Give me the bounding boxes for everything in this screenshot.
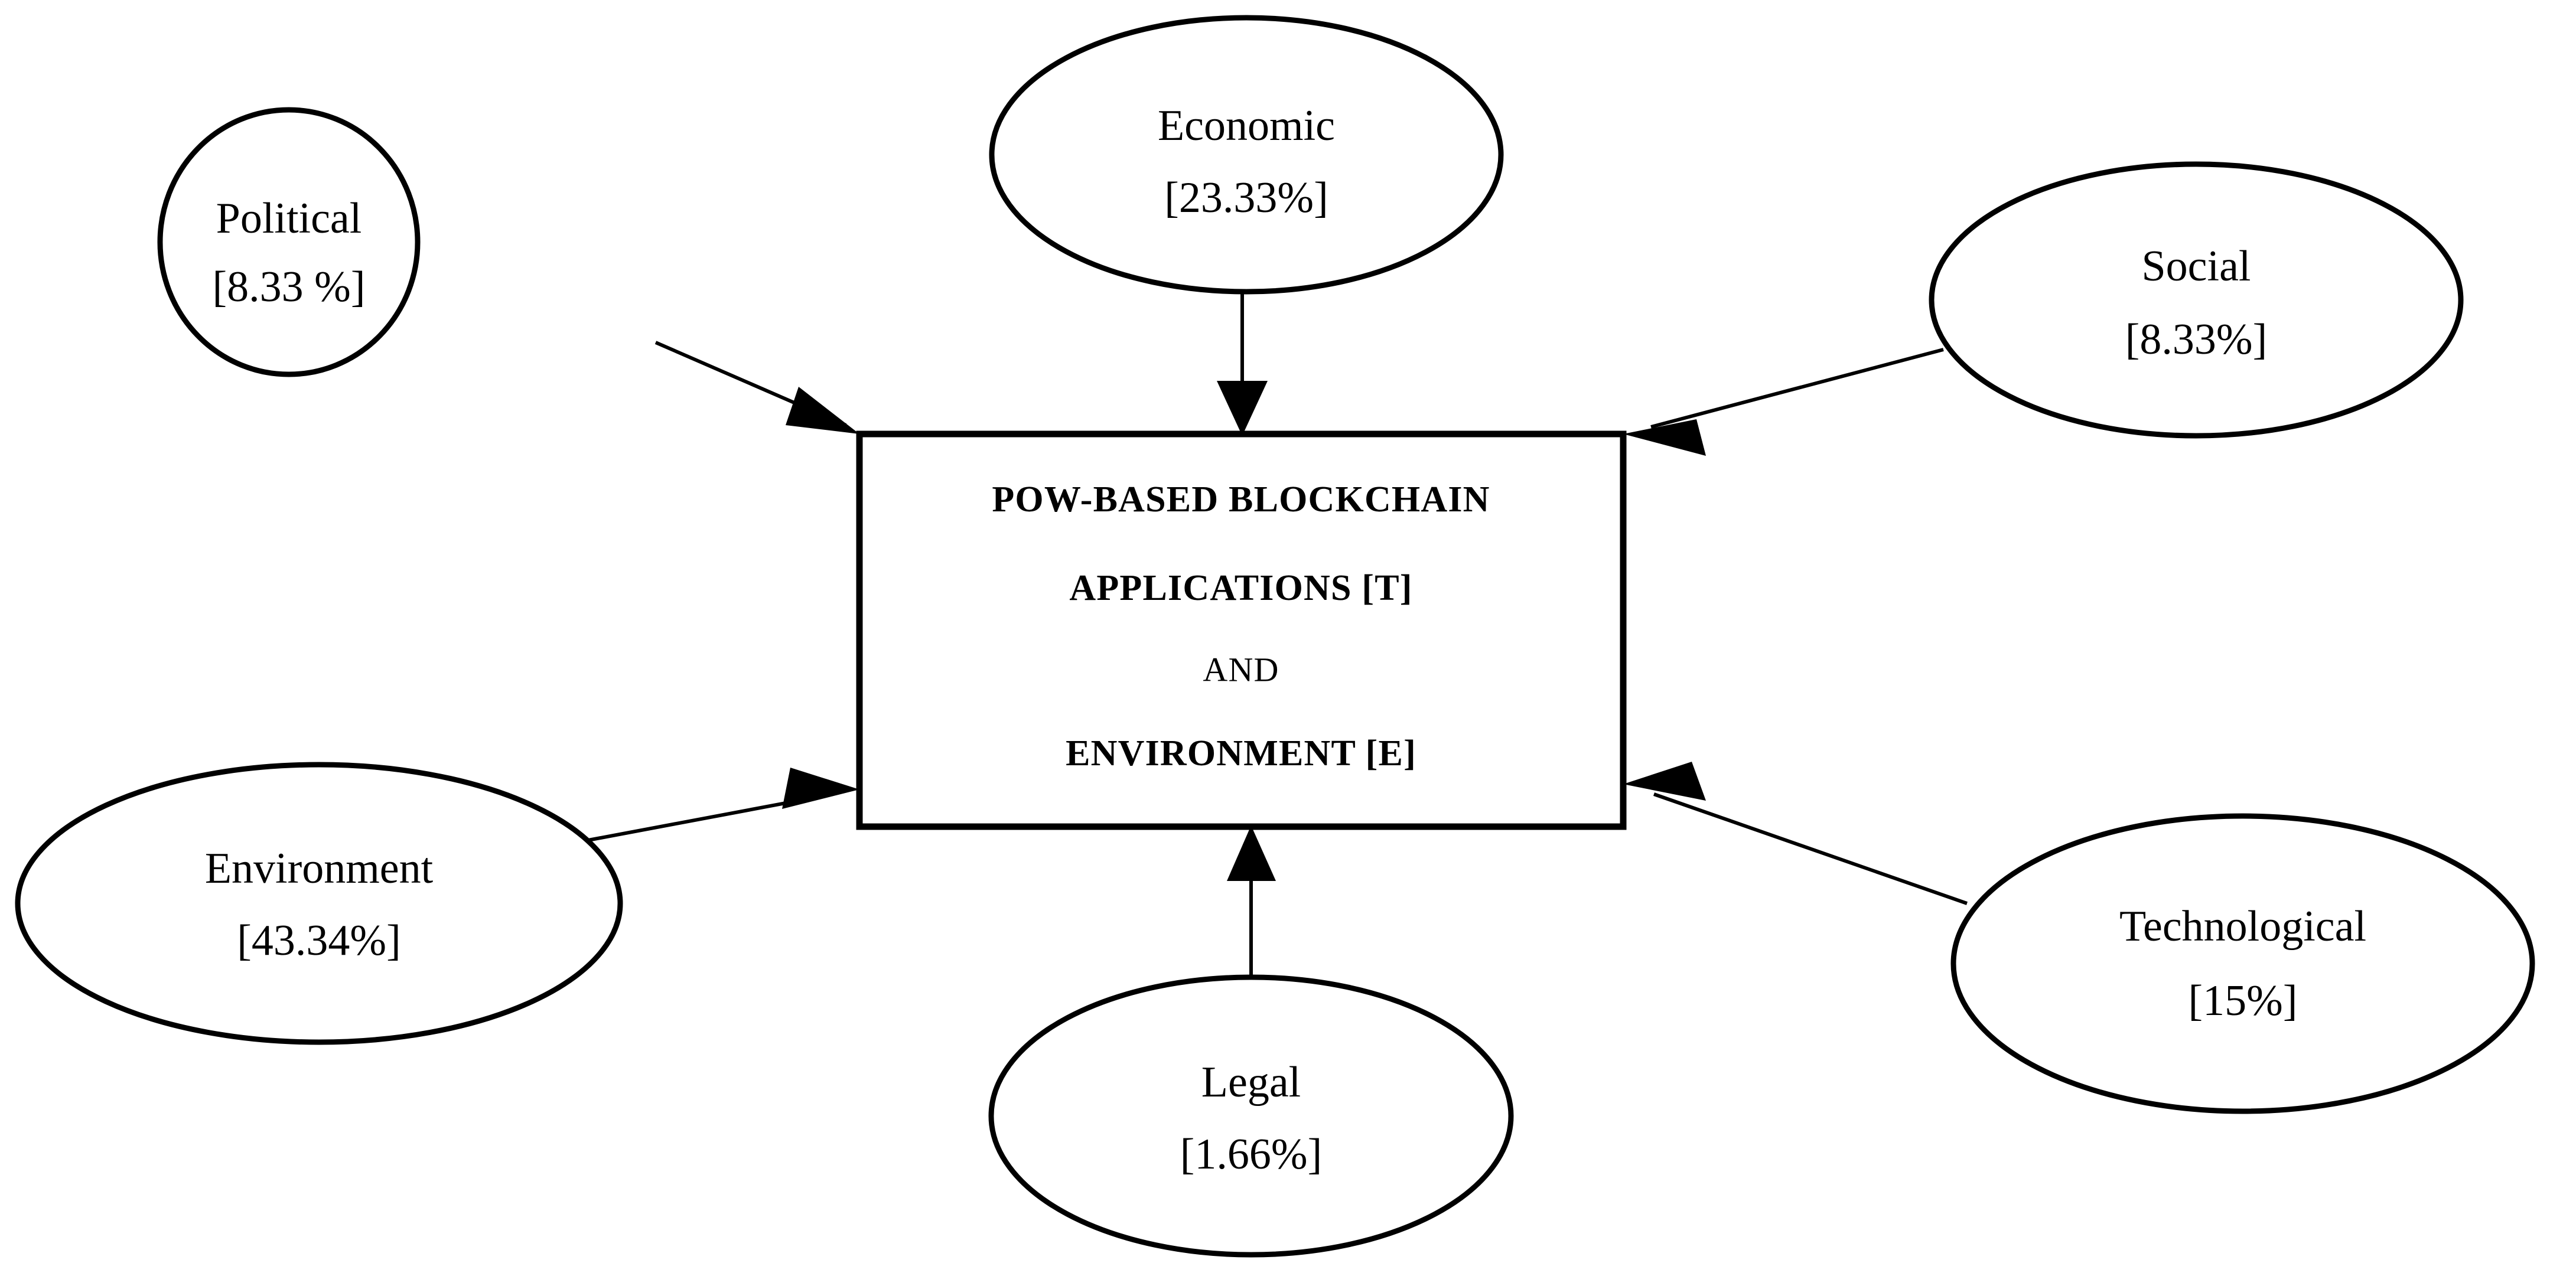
factor-node-political[interactable]: Political [8.33 %] [157,107,421,377]
connector-political-to-center [654,341,859,434]
connector-economic-to-center [1217,291,1268,436]
technological-ellipse[interactable] [1950,813,2535,1114]
connector-technological-to-center [1623,762,1968,905]
center-line-3: AND [1203,650,1279,688]
connector-line-technological [1653,792,1968,905]
environment-ellipse[interactable] [15,762,623,1045]
connector-environment-to-center [581,768,859,843]
legal-value: [1.66%] [1180,1130,1322,1179]
economic-value: [23.33%] [1164,174,1328,222]
arrow-head-economic [1217,381,1268,436]
center-line-1: POW-BASED BLOCKCHAIN [992,479,1490,520]
factor-node-legal[interactable]: Legal [1.66%] [988,974,1514,1258]
arrow-head-environment [782,768,859,809]
factor-node-social[interactable]: Social [8.33%] [1929,161,2464,439]
political-value: [8.33 %] [213,263,366,311]
technological-value: [15%] [2189,977,2298,1025]
arrow-head-political [786,387,859,434]
technological-label: Technological [2119,902,2366,951]
economic-ellipse[interactable] [989,15,1504,295]
arrow-head-social [1623,419,1706,456]
legal-ellipse[interactable] [988,974,1514,1258]
connector-legal-to-center [1227,825,1276,977]
center-node[interactable]: POW-BASED BLOCKCHAIN APPLICATIONS [T] AN… [856,430,1627,830]
connector-social-to-center [1623,348,1944,456]
social-label: Social [2142,242,2251,291]
connector-line-social [1650,348,1944,429]
social-value: [8.33%] [2125,315,2267,364]
factor-node-environment[interactable]: Environment [43.34%] [15,762,623,1045]
arrow-head-legal [1227,825,1276,881]
legal-label: Legal [1201,1058,1301,1107]
center-line-4: ENVIRONMENT [E] [1066,733,1416,774]
economic-label: Economic [1158,102,1335,150]
center-box-rect[interactable] [856,430,1627,830]
factor-node-economic[interactable]: Economic [23.33%] [989,15,1504,295]
environment-label: Environment [205,844,434,893]
political-label: Political [216,194,362,243]
center-line-2: APPLICATIONS [T] [1069,568,1412,608]
social-ellipse[interactable] [1929,161,2464,439]
environment-value: [43.34%] [237,916,400,965]
factor-node-technological[interactable]: Technological [15%] [1950,813,2535,1114]
arrow-head-technological [1623,762,1706,801]
political-ellipse[interactable] [157,107,421,377]
